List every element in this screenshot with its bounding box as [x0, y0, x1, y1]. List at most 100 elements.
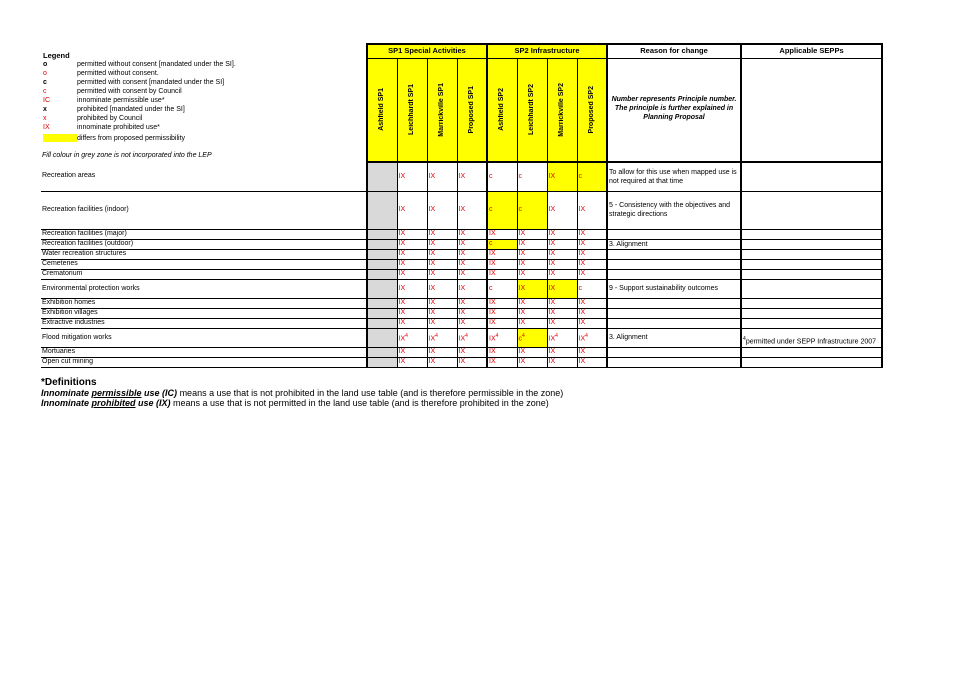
cell-value: IX [518, 230, 526, 237]
permissibility-cell: c [486, 162, 518, 192]
definition-term-prefix: Innominate [41, 388, 92, 398]
permissibility-cell: IX [547, 357, 578, 368]
cell-value: IX [548, 348, 556, 355]
legend-symbol: x [43, 106, 47, 113]
permissibility-cell [366, 318, 398, 329]
reason-cell [606, 269, 742, 280]
permissibility-cell [366, 259, 398, 270]
sepp-cell [740, 318, 884, 329]
cell-value: IX [458, 348, 466, 355]
cell-value: IX [489, 335, 496, 343]
sepp-cell [740, 259, 884, 270]
cell-value: IX [518, 358, 526, 365]
legend-item: differs from proposed permissibility [43, 134, 185, 144]
cell-value: IX [458, 230, 466, 237]
permissibility-cell: IX [427, 318, 458, 329]
cell-value: IX [428, 358, 436, 365]
sepp-cell [740, 229, 884, 240]
cell-value: IX [578, 358, 586, 365]
permissibility-cell: IX [517, 279, 548, 299]
cell-value: IX [548, 284, 556, 292]
permissibility-cell: IX [457, 308, 487, 319]
permissibility-cell [366, 269, 398, 280]
permissibility-cell: IX [517, 249, 548, 260]
row-label: Environmental protection works [41, 279, 367, 299]
cell-value: c [489, 206, 493, 213]
permissibility-cell: IX [486, 249, 518, 260]
permissibility-cell: IX [547, 249, 578, 260]
permissibility-cell: c [486, 191, 518, 230]
permissibility-cell [366, 162, 398, 192]
legend-text: differs from proposed permissibility [77, 134, 186, 142]
permissibility-cell: IX [547, 308, 578, 319]
permissibility-cell: IX [457, 229, 487, 240]
cell-value: IX [518, 270, 526, 277]
cell-value: IX [428, 335, 436, 343]
permissibility-cell: IX4 [427, 328, 458, 348]
sepp-cell [740, 191, 884, 230]
cell-value: IX [428, 319, 436, 326]
cell-value: IX [398, 299, 406, 306]
permissibility-cell: IX [547, 229, 578, 240]
permissibility-cell: IX [517, 269, 548, 280]
cell-value: IX [428, 348, 436, 355]
permissibility-cell: c [486, 239, 518, 250]
sepp-cell [740, 249, 884, 260]
row-label: Exhibition homes [41, 298, 367, 309]
cell-value: IX [489, 250, 496, 257]
cell-value: IX [489, 270, 496, 277]
legend-text: innominate prohibited use* [77, 124, 160, 131]
legend-symbol: IC [43, 97, 50, 104]
reason-cell [606, 229, 742, 240]
row-label: Cemeteries [41, 259, 367, 270]
definition-term-prefix: Innominate [41, 398, 92, 408]
row-label: Crematorium [41, 269, 367, 280]
permissibility-cell: IX [457, 357, 487, 368]
cell-value: IX [518, 309, 526, 316]
reason-cell: 9 - Support sustainability outcomes [606, 279, 742, 299]
cell-value: IX [489, 230, 496, 237]
reason-cell: 3. Alignment [606, 239, 742, 250]
permissibility-cell: c [577, 162, 608, 192]
cell-value: IX [398, 240, 406, 247]
permissibility-cell: c4 [517, 328, 548, 348]
cell-value: IX [518, 260, 526, 267]
legend-text: prohibited [mandated under the SI] [77, 106, 185, 113]
group-sp1-header: SP1 Special Activities [366, 43, 487, 59]
footnote-marker: 4 [522, 332, 525, 339]
definitions-title: *Definitions [41, 377, 97, 388]
legend-symbol: c [43, 79, 47, 86]
cell-value: IX [578, 250, 586, 257]
cell-value: IX [578, 335, 586, 343]
cell-value: c [518, 206, 523, 213]
legend-text: permitted with consent by Council [77, 88, 182, 95]
cell-value: IX [458, 260, 466, 267]
cell-value: IX [518, 240, 526, 247]
cell-value: IX [548, 335, 556, 343]
definition-key-term: permissible [91, 388, 142, 398]
reason-cell [606, 357, 742, 368]
cell-value: IX [428, 240, 436, 247]
permissibility-cell: IX [397, 239, 428, 250]
permissibility-cell [366, 239, 398, 250]
definition-text: means a use that is not prohibited in th… [177, 388, 564, 398]
legend-symbol [43, 134, 77, 142]
legend-text: permitted with consent [mandated under t… [77, 79, 225, 86]
permissibility-cell: c [517, 191, 548, 230]
cell-value: IX [548, 240, 556, 247]
cell-value: IX [548, 309, 556, 316]
permissibility-cell: IX4 [547, 328, 578, 348]
permissibility-cell: IX [547, 279, 578, 299]
row-label: Mortuaries [41, 347, 367, 358]
permissibility-cell: IX [517, 229, 548, 240]
cell-value: IX [458, 335, 466, 343]
cell-value: IX [398, 206, 406, 213]
row-label: Open cut mining [41, 357, 367, 368]
